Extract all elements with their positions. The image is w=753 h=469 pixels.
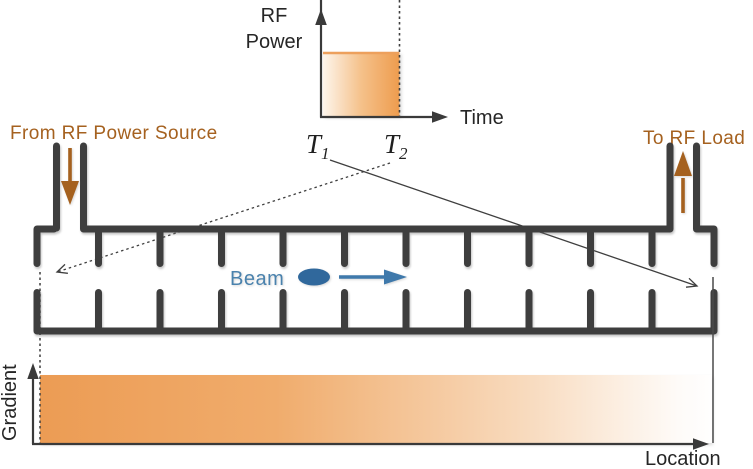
rf-power-vs-time-plot: RF Power Time T1 T2 bbox=[246, 0, 504, 163]
t1-tick-label: T1 bbox=[306, 129, 330, 163]
t1-to-load-end-line bbox=[329, 159, 698, 287]
t2-to-input-end-dotted-line bbox=[56, 162, 391, 273]
bottom-irises bbox=[95, 289, 656, 334]
rf-in-arrow-icon bbox=[61, 181, 79, 205]
gradient-vs-location-plot: Gradient Location bbox=[0, 272, 721, 469]
rf-power-axis-label-line1: RF bbox=[261, 5, 288, 27]
beam-direction-arrow-icon bbox=[384, 269, 407, 285]
time-axis-label: Time bbox=[460, 107, 504, 129]
beam-label: Beam bbox=[230, 268, 284, 290]
beam-group: Beam bbox=[230, 268, 407, 290]
from-rf-power-source-label: From RF Power Source bbox=[10, 123, 218, 144]
top-irises bbox=[95, 226, 656, 267]
t2-line-arrowhead-icon bbox=[55, 263, 68, 274]
gradient-axis-label: Gradient bbox=[0, 364, 21, 441]
rf-flow-arrows bbox=[61, 148, 692, 213]
left-end-wall-top bbox=[33, 225, 58, 267]
rf-power-y-axis-arrow-icon bbox=[315, 9, 327, 25]
right-end-wall-top bbox=[693, 142, 718, 267]
location-x-axis-arrow-icon bbox=[693, 438, 709, 450]
rf-out-arrow-icon bbox=[674, 151, 692, 176]
t1-line-arrowhead-icon bbox=[685, 277, 699, 288]
rf-pulse-area bbox=[323, 52, 400, 116]
t2-tick-label: T2 bbox=[384, 129, 408, 163]
top-wall bbox=[80, 142, 674, 233]
gradient-y-axis-arrow-icon bbox=[27, 363, 39, 379]
time-x-axis-arrow-icon bbox=[432, 111, 448, 123]
gradient-area bbox=[40, 375, 712, 443]
rf-power-axis-label-line2: Power bbox=[246, 31, 303, 53]
bottom-wall bbox=[33, 289, 718, 335]
beam-bunch-icon bbox=[298, 268, 330, 286]
accelerating-structure bbox=[33, 142, 718, 335]
pulse-front-connectors bbox=[55, 159, 699, 288]
location-axis-label: Location bbox=[645, 448, 721, 469]
